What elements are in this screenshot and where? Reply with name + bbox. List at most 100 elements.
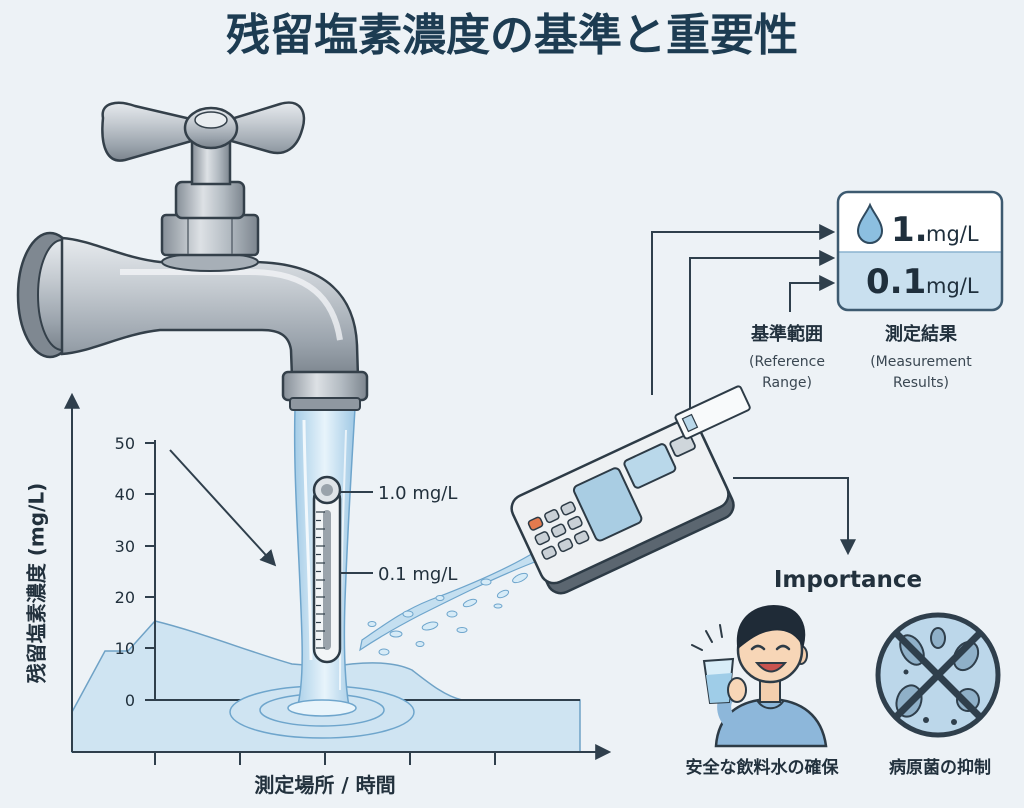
meter-button <box>541 545 557 560</box>
measurement-title: 測定結果 <box>885 323 958 345</box>
meter-strip-pad <box>681 413 699 433</box>
gauge-bulb-core <box>321 484 333 496</box>
y-tick-label: 40 <box>115 485 135 504</box>
reference-title: 基準範囲 <box>750 323 823 345</box>
faucet-illustration <box>16 101 369 411</box>
glass-water <box>706 673 732 703</box>
meter-button <box>560 501 576 516</box>
y-tick-marks <box>145 442 155 701</box>
display-lower-value: 0.1 <box>866 262 926 302</box>
y-tick-label: 30 <box>115 537 135 556</box>
importance-item-safe-water: 安全な飲料水の確保 <box>686 757 840 778</box>
y-axis-label: 残留塩素濃度 (mg/L) <box>25 483 49 683</box>
chlorine-meter-illustration <box>510 385 751 595</box>
faucet-spout-tip <box>289 397 361 411</box>
y-tick-label: 10 <box>115 639 135 658</box>
connector-importance <box>733 477 856 556</box>
meter-button <box>534 531 551 546</box>
spray-droplet <box>415 641 425 647</box>
bacterium <box>956 688 980 712</box>
meter-button <box>550 523 567 538</box>
spray-droplet <box>367 621 377 627</box>
water-splash <box>287 699 357 717</box>
splash-lines <box>691 624 723 651</box>
reference-line1: (Reference <box>749 354 825 370</box>
hair <box>736 605 806 650</box>
reading-display: 1. mg/L 0.1 mg/L <box>836 190 1004 312</box>
display-upper-value: 1. <box>891 210 928 250</box>
x-tick-marks <box>154 752 496 765</box>
eye <box>775 644 791 651</box>
person-drinking-water-icon <box>691 605 828 748</box>
spray-droplet <box>389 630 403 638</box>
spray-droplet <box>493 603 503 609</box>
y-tick-label: 0 <box>125 691 135 710</box>
bacterium-dot <box>923 717 929 723</box>
gauge-column <box>323 510 331 650</box>
display-frame <box>836 190 1004 312</box>
neck <box>759 679 781 703</box>
meter-button <box>527 516 544 531</box>
connector-label <box>789 275 836 312</box>
faucet-hub-top <box>194 111 228 129</box>
gauge-ticks <box>316 511 325 649</box>
spray-stream <box>359 551 541 652</box>
meter-button <box>573 530 590 545</box>
no-bacteria-icon <box>875 612 1001 738</box>
importance-item-pathogen-control: 病原菌の抑制 <box>889 757 991 778</box>
gauge-upper-label: 1.0 mg/L <box>378 483 457 504</box>
water-drop-icon <box>856 202 884 244</box>
spray-droplet <box>378 648 390 656</box>
display-lower-panel <box>838 252 1002 310</box>
reference-callout: 基準範囲 (Reference Range) <box>749 323 825 391</box>
faucet-stem <box>174 180 246 220</box>
connector-lines <box>651 224 856 556</box>
spray-droplet <box>402 610 414 618</box>
measurement-callout: 測定結果 (Measurement Results) <box>870 323 972 391</box>
bacterium <box>930 627 946 649</box>
spray-droplet <box>462 598 478 608</box>
water-highlight <box>302 419 313 661</box>
x-axis-label: 測定場所 / 時間 <box>254 773 395 797</box>
gauge-lower-label: 0.1 mg/L <box>378 564 457 585</box>
spray-droplet <box>480 578 492 586</box>
stream-gauge: 1.0 mg/L 0.1 mg/L <box>312 475 457 664</box>
meter-button <box>544 509 560 524</box>
collar <box>756 699 785 710</box>
display-upper-unit: mg/L <box>926 222 979 246</box>
prohibition-cross <box>893 630 983 720</box>
meter-secondary-screen <box>623 443 677 489</box>
spray-droplet <box>421 621 439 631</box>
water-highlight <box>339 429 347 691</box>
spray-droplet <box>456 627 468 633</box>
y-tick-label: 20 <box>115 588 135 607</box>
meter-small-panel <box>669 433 696 457</box>
measurement-line2: Results) <box>893 375 949 391</box>
importance-heading: Importance <box>774 567 922 593</box>
measurement-line1: (Measurement <box>870 354 972 370</box>
spray-droplet <box>496 589 510 599</box>
meter-main-screen <box>572 467 643 542</box>
display-lower-unit: mg/L <box>926 274 979 298</box>
eye <box>750 644 766 651</box>
faucet-spout-collar <box>281 370 369 402</box>
faucet-highlight <box>120 269 343 341</box>
reference-line2: Range) <box>762 375 812 391</box>
spray-droplet <box>446 610 458 618</box>
hand <box>727 677 747 703</box>
connector-measurement <box>651 224 836 395</box>
bacterium-dot <box>903 669 909 675</box>
page-title: 残留塩素濃度の基準と重要性 <box>226 10 798 61</box>
trend-arrow <box>169 449 277 567</box>
connector-reference <box>689 250 836 412</box>
y-tick-label: 50 <box>115 434 135 453</box>
water-spray <box>359 551 541 656</box>
faucet-hex-nut <box>160 213 260 257</box>
spray-droplet <box>512 572 528 584</box>
meter-button <box>557 538 574 553</box>
spray-droplet <box>435 595 445 601</box>
meter-button <box>567 515 583 530</box>
mouth <box>754 662 788 673</box>
bacterium-dot <box>951 719 957 725</box>
